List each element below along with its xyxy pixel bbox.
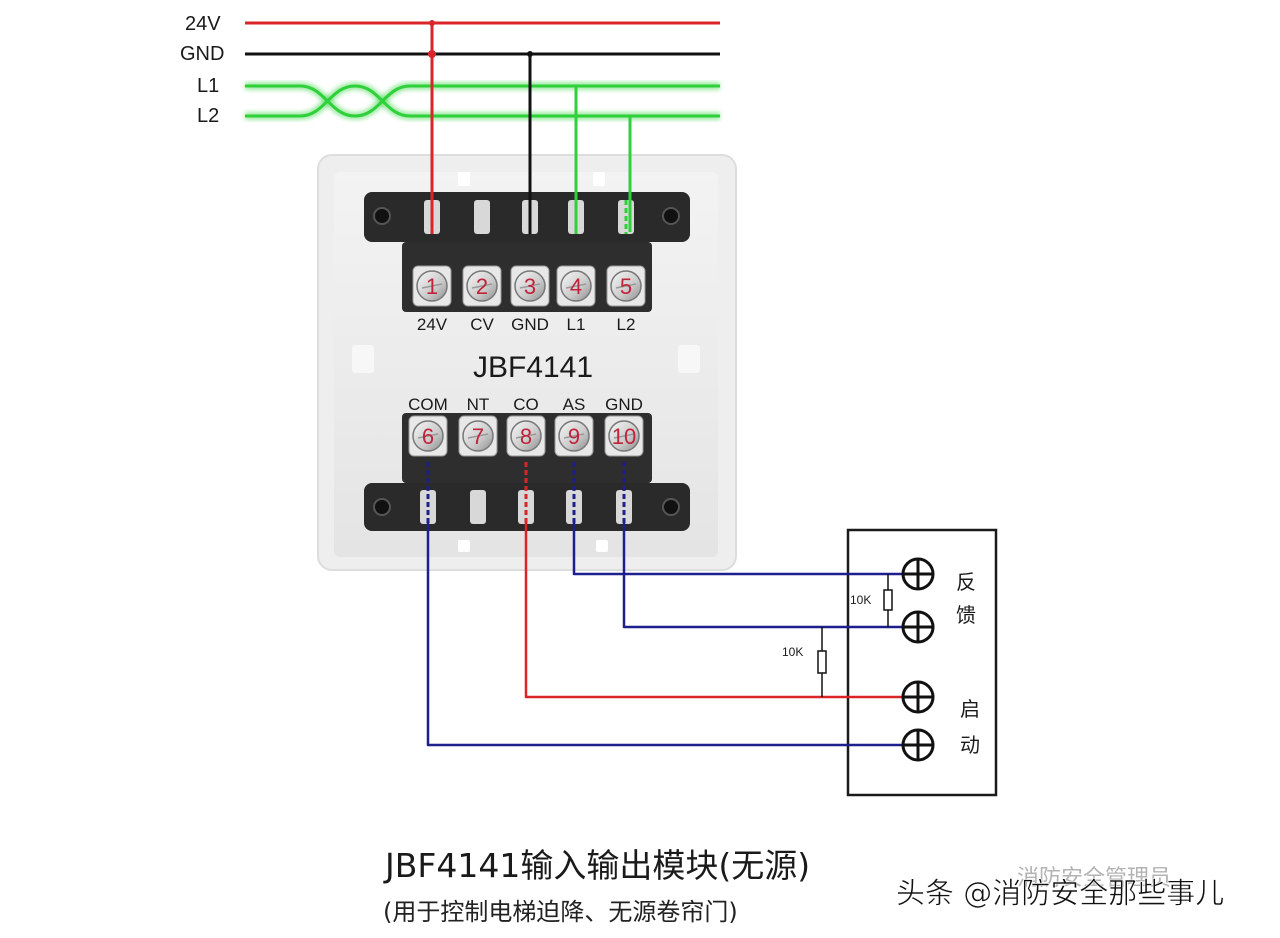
resistor-icon [883,589,893,611]
bus-label-gnd: GND [180,43,224,65]
terminal-label-cv: CV [470,315,494,334]
bus-labels: 24V GND L1 L2 [180,13,224,127]
screw-terminal-9: 9 [554,415,594,457]
screw-terminal-5: 5 [606,265,646,307]
terminal-label-as: AS [563,395,586,414]
terminal-number: 10 [612,424,636,449]
terminal-number: 9 [568,424,580,449]
terminal-label-l2: L2 [617,315,636,334]
terminal-number: 7 [472,424,484,449]
terminal-number: 5 [620,274,632,299]
terminal-label-l1: L1 [567,315,586,334]
screw-slot-icon [515,433,537,439]
screw-terminal-8: 8 [506,415,546,457]
device-contacts [901,557,935,762]
terminal-number: 6 [422,424,434,449]
caption-subtitle: (用于控制电梯迫降、无源卷帘门) [383,898,738,926]
screw-slot-icon [519,283,541,289]
contact-terminal [901,680,935,714]
bus-label-24v: 24V [185,13,221,35]
mount-hole-icon [662,498,680,516]
mount-hole-icon [662,207,680,225]
resistor-top-label: 10K [850,593,871,607]
contact-terminal [901,557,935,591]
junction-dot-icon [429,20,435,26]
bottom-terminal-labels: COM NT CO AS GND [408,395,643,414]
terminal-number: 8 [520,424,532,449]
terminal-label-com: COM [408,395,448,414]
feedback-label-1: 反 [956,570,976,594]
caption-title: JBF4141输入输出模块(无源) [383,846,810,885]
mount-hole-icon [373,498,391,516]
contact-terminal [901,728,935,762]
bus-label-l2: L2 [197,105,219,127]
gnd-to-feedback-wire [622,520,915,629]
top-terminal-block: 1 2 3 4 5 [364,192,690,312]
terminal-number: 4 [570,274,582,299]
bus-l2-wire [245,84,720,118]
screw-terminal-6: 6 [408,415,448,457]
screw-slot-icon [471,283,493,289]
as-to-feedback-wire [572,520,915,576]
screw-terminal-10: 10 [604,415,644,457]
junction-dot-icon [428,50,436,58]
bus-label-l1: L1 [197,75,219,97]
screw-terminal-4: 4 [556,265,596,307]
terminal-slot [474,200,490,234]
screw-slot-icon [421,283,443,289]
screw-terminal-1: 1 [412,265,452,307]
terminal-number: 2 [476,274,488,299]
screw-slot-icon [615,283,637,289]
screw-terminal-3: 3 [510,265,550,307]
mount-hole-icon [373,207,391,225]
start-label-1: 启 [960,697,980,721]
terminal-label-gnd: GND [605,395,643,414]
screw-slot-icon [565,283,587,289]
bus-l1-wire [245,84,720,118]
watermark: 消防安全管理员 头条 @消防安全那些事儿 [896,866,1225,910]
terminal-label-gnd: GND [511,315,549,334]
junction-dot-icon [527,51,533,57]
screw-slot-icon [417,433,439,439]
screw-slot-icon [613,433,635,439]
terminal-label-24v: 24V [417,315,448,334]
terminal-number: 1 [426,274,438,299]
top-terminal-labels: 24V CV GND L1 L2 [417,315,636,334]
module-name: JBF4141 [473,351,593,384]
start-label-2: 动 [960,733,980,757]
screw-terminal-7: 7 [458,415,498,457]
controlled-device: 反 馈 启 动 10K 10K [782,528,998,797]
watermark-line2: 头条 @消防安全那些事儿 [896,876,1224,910]
screw-slot-icon [563,433,585,439]
terminal-label-co: CO [513,395,539,414]
contact-terminal [901,610,935,644]
wires [245,20,915,747]
co-to-start-wire [524,520,915,699]
resistor-icon [817,650,827,674]
resistor-mid-label: 10K [782,645,803,659]
screw-slot-icon [467,433,489,439]
bottom-terminal-block: 6 7 8 9 10 [364,413,690,531]
com-to-start-wire [426,520,915,747]
terminal-number: 3 [524,274,536,299]
terminal-label-nt: NT [467,395,490,414]
watermark-line1: 消防安全管理员 [1017,866,1171,891]
terminal-slot [470,490,486,524]
screw-terminal-2: 2 [462,265,502,307]
feedback-label-2: 馈 [956,603,976,627]
